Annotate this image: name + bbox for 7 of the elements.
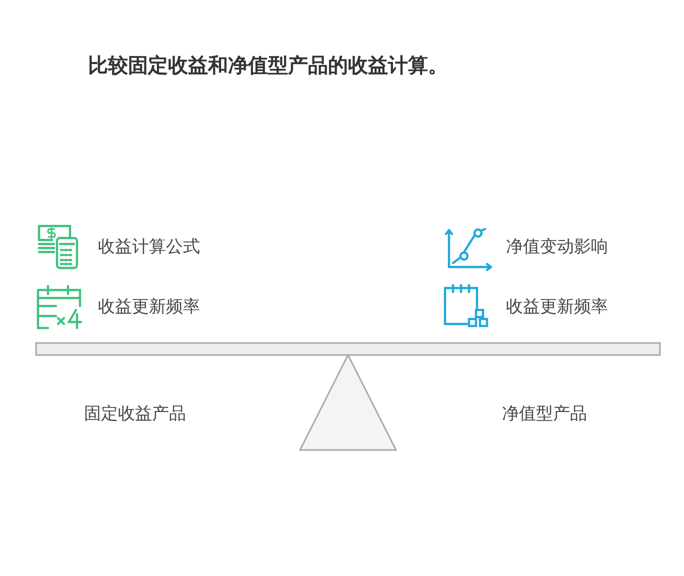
item-label: 净值变动影响 xyxy=(506,236,608,258)
side-label: 净值型产品 xyxy=(502,403,587,425)
title: 比较固定收益和净值型产品的收益计算。 xyxy=(88,52,448,79)
item-label: 收益更新频率 xyxy=(98,296,200,318)
item-label: 收益计算公式 xyxy=(98,236,200,258)
item-label: 收益更新频率 xyxy=(506,296,608,318)
side-label: 固定收益产品 xyxy=(84,403,186,425)
